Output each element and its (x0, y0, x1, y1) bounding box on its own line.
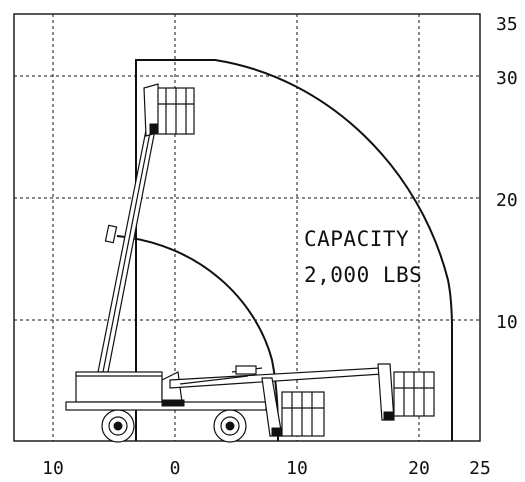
x-tick-label: 20 (408, 458, 430, 479)
platform-low (281, 391, 325, 437)
hitch (161, 399, 185, 407)
chassis-body (75, 371, 163, 403)
chart-frame (13, 13, 481, 442)
y-tick-label: 20 (496, 190, 518, 211)
platform-low-mount (271, 427, 283, 437)
y-tick-label: 35 (496, 14, 518, 35)
x-tick-label: 25 (469, 458, 491, 479)
platform-top-mount (149, 123, 159, 135)
boom-link-low (235, 365, 257, 375)
y-tick-label: 10 (496, 312, 518, 333)
grid-lines (14, 14, 480, 441)
x-tick-label: 10 (42, 458, 64, 479)
x-tick-label: 10 (286, 458, 308, 479)
y-tick-label: 30 (496, 68, 518, 89)
x-tick-label: 0 (170, 458, 181, 479)
boom-link (104, 224, 118, 244)
capacity-value: 2,000 LBS (304, 263, 422, 287)
boom-lift-machine (65, 83, 435, 443)
capacity-label: CAPACITY (304, 227, 409, 251)
platform-right-mount (383, 411, 395, 421)
outer-envelope (135, 59, 453, 441)
